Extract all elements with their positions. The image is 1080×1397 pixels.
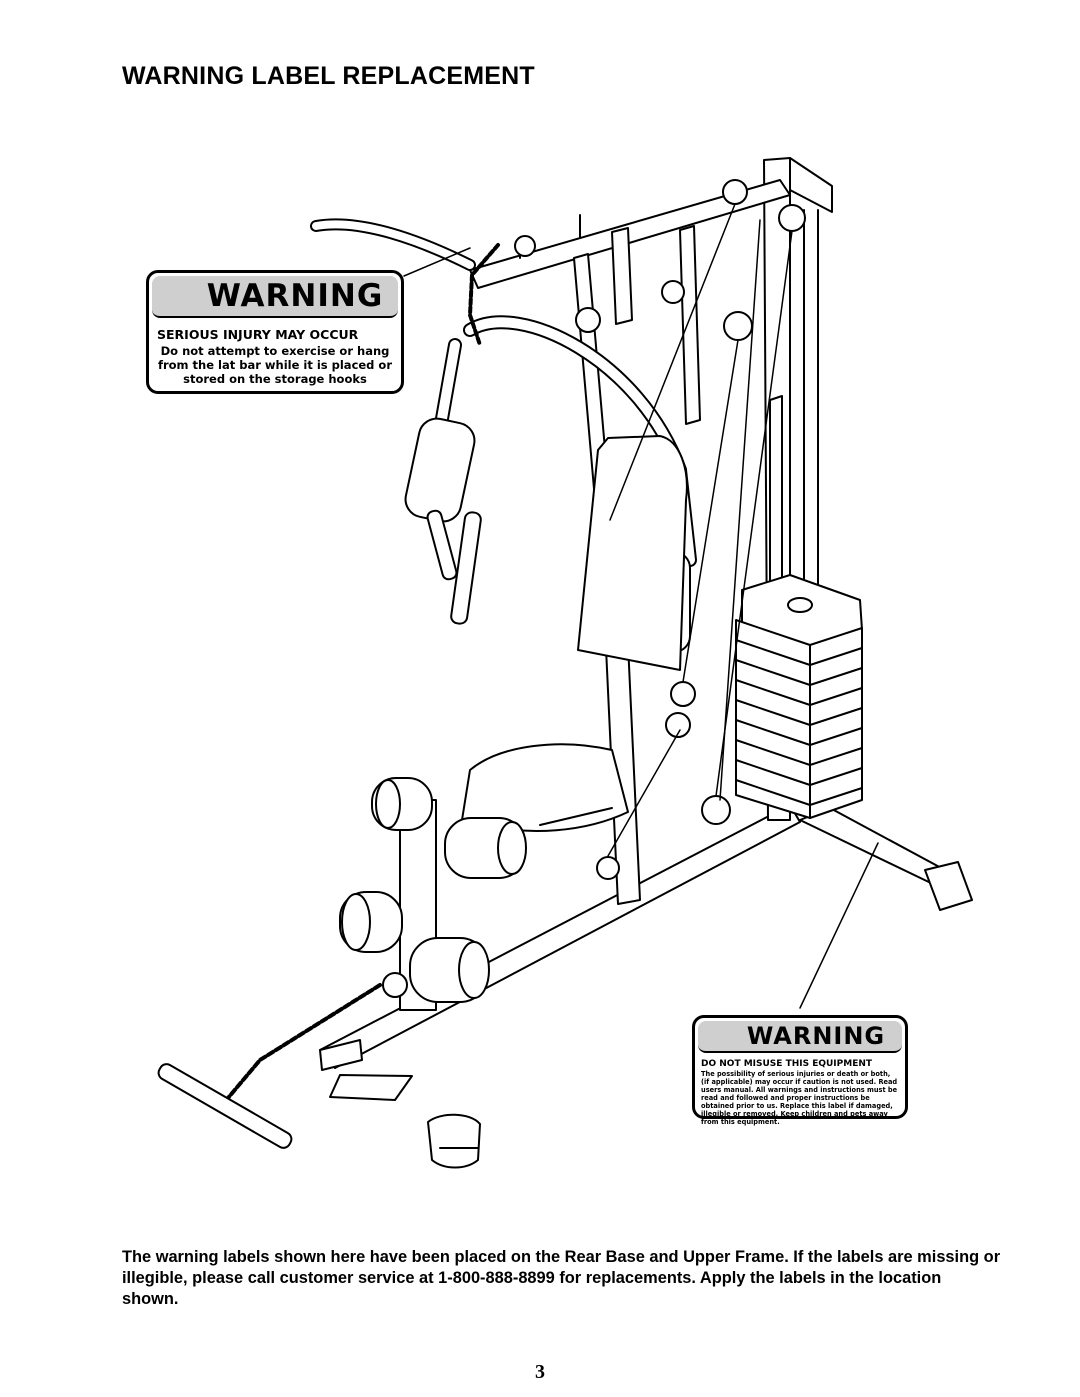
leg-developer: [339, 777, 527, 1011]
ankle-strap: [427, 1113, 481, 1169]
leader-line-bottom: [799, 842, 879, 1009]
warning-label-rear-base: WARNING DO NOT MISUSE THIS EQUIPMENT The…: [692, 1015, 908, 1126]
lat-chain: [468, 243, 500, 347]
weight-stack: [735, 574, 863, 819]
warning-label-body: The possibility of serious injuries or d…: [701, 1070, 898, 1126]
page-number: 3: [535, 1361, 545, 1383]
warning-label-lat-bar: WARNING SERIOUS INJURY MAY OCCUR Do not …: [146, 270, 404, 394]
caption-text: The warning labels shown here have been …: [122, 1248, 1001, 1308]
cables: [607, 203, 793, 857]
warning-label-title: WARNING: [746, 1022, 886, 1050]
warning-label-header: WARNING: [698, 1021, 902, 1053]
warning-label-subhead: DO NOT MISUSE THIS EQUIPMENT: [701, 1059, 873, 1069]
leader-line-top: [403, 247, 471, 277]
warning-label-title: WARNING: [206, 278, 384, 314]
low-row-bar: [157, 983, 382, 1149]
warning-label-subhead: SERIOUS INJURY MAY OCCUR: [157, 327, 359, 342]
warning-label-header: WARNING: [152, 276, 398, 318]
backrest-pad: [577, 435, 688, 671]
page-title: WARNING LABEL REPLACEMENT: [122, 62, 535, 90]
warning-label-body: Do not attempt to exercise or hang from …: [157, 344, 392, 386]
pulleys: [514, 179, 806, 880]
